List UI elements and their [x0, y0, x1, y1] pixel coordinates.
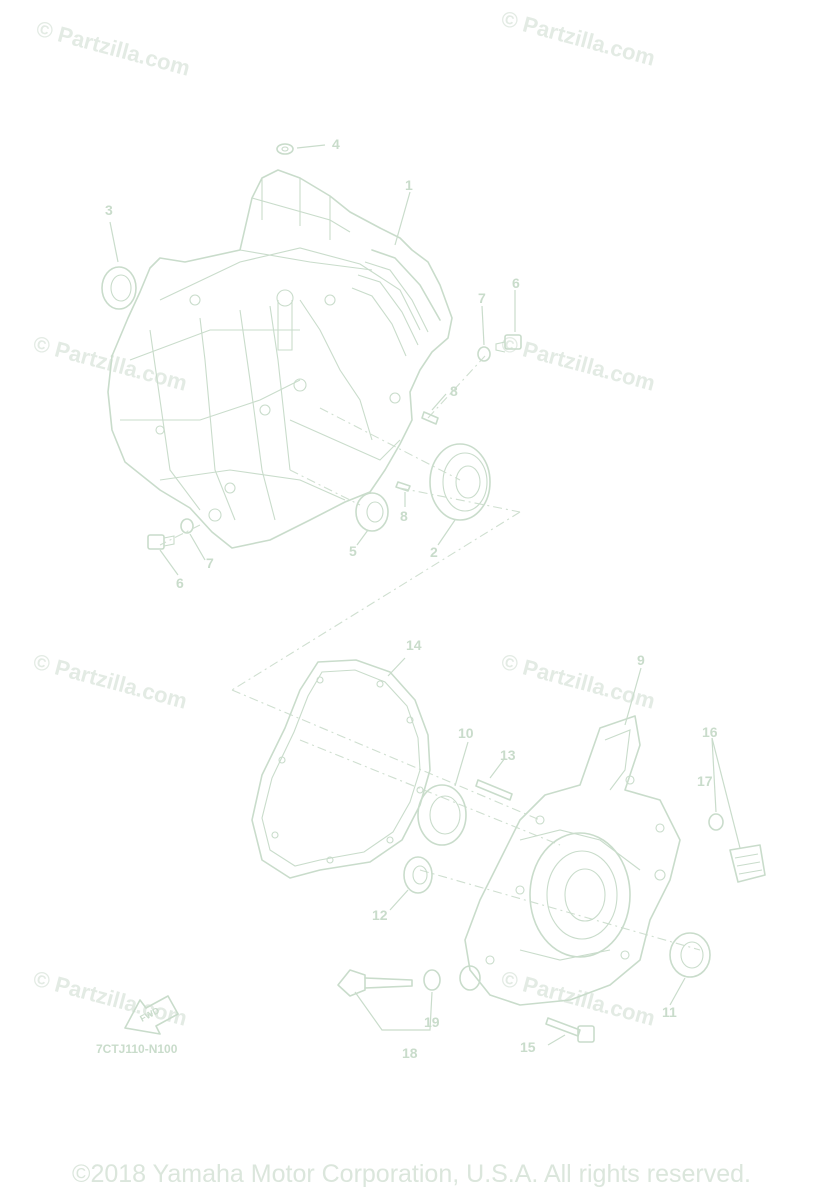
callouts-lower: 9 10 11 12 13 14 15 16 17 18 19 — [372, 637, 718, 1061]
part-13-dowel — [475, 779, 513, 801]
callout: 17 — [697, 773, 713, 789]
watermark: © Partzilla.com — [499, 966, 658, 1031]
callout: 7 — [206, 555, 214, 571]
part-5-bearing — [355, 492, 389, 532]
leaders-lower — [354, 657, 741, 1046]
part-7-gasket-lower — [180, 518, 194, 534]
watermark: © Partzilla.com — [34, 16, 193, 81]
callout: 4 — [332, 136, 340, 152]
part-4-washer — [276, 143, 294, 155]
leaders-upper — [109, 144, 516, 576]
callout: 2 — [430, 544, 438, 560]
callout: 15 — [520, 1039, 536, 1055]
part-18-dipstick — [337, 969, 413, 997]
callout: 3 — [105, 202, 113, 218]
part-11-oil-seal — [669, 932, 711, 978]
callout: 6 — [176, 575, 184, 591]
watermark: © Partzilla.com — [499, 649, 658, 714]
callout: 12 — [372, 907, 388, 923]
part-3-oil-seal — [101, 266, 137, 310]
part-6-drain-bolt — [495, 334, 522, 353]
callout: 19 — [424, 1014, 440, 1030]
part-17-o-ring — [708, 813, 724, 831]
callouts-upper: 1 2 3 4 5 6 7 8 6 7 8 — [105, 136, 520, 591]
part-8-dowel — [395, 411, 439, 492]
watermark: © Partzilla.com — [31, 331, 190, 396]
part-19-o-ring — [423, 969, 441, 991]
callout: 1 — [405, 177, 413, 193]
callout: 8 — [400, 508, 408, 524]
callout: 10 — [458, 725, 474, 741]
diagram-code: 7CTJ110-N100 — [96, 1042, 178, 1056]
callout: 7 — [478, 290, 486, 306]
part-2-bearing — [429, 443, 491, 521]
callout: 8 — [450, 383, 458, 399]
callout: 14 — [406, 637, 422, 653]
watermark: © Partzilla.com — [31, 649, 190, 714]
part-14-gasket — [251, 659, 431, 879]
part-9-crankcase-cover — [459, 715, 681, 1006]
callout: 5 — [349, 543, 357, 559]
part-12-bearing — [403, 856, 433, 894]
part-10-oil-seal — [417, 784, 467, 846]
callout: 13 — [500, 747, 516, 763]
center-lines — [159, 355, 701, 951]
part-16-plug — [729, 844, 766, 883]
callout: 11 — [662, 1004, 677, 1020]
copyright-notice: ©2018 Yamaha Motor Corporation, U.S.A. A… — [72, 1160, 751, 1188]
part-6-drain-bolt-lower — [147, 534, 175, 550]
callout: 6 — [512, 275, 520, 291]
watermarks: © Partzilla.com © Partzilla.com © Partzi… — [31, 6, 658, 1031]
part-15-bolt — [545, 1017, 595, 1043]
callout: 9 — [637, 652, 645, 668]
part-7-gasket — [477, 346, 491, 362]
callout: 16 — [702, 724, 718, 740]
callout: 18 — [402, 1045, 418, 1061]
watermark: © Partzilla.com — [499, 331, 658, 396]
crankcase-drawing — [107, 169, 453, 549]
watermark: © Partzilla.com — [499, 6, 658, 71]
